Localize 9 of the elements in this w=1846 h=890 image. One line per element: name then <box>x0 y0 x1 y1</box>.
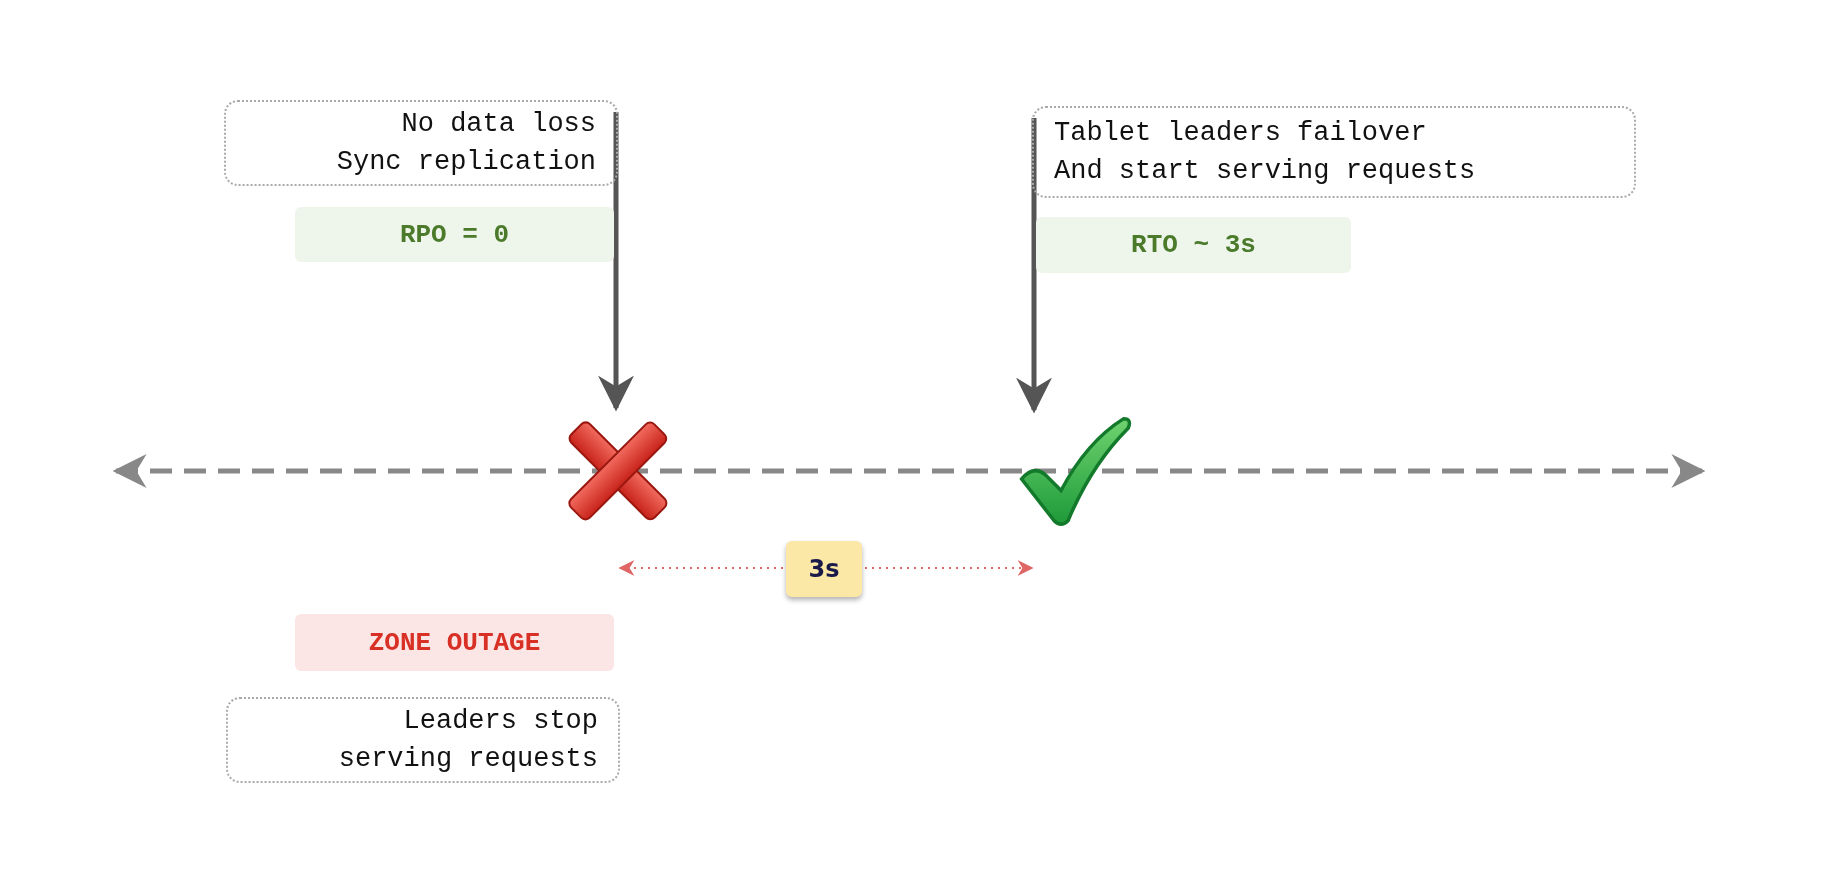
arrow <box>598 112 634 412</box>
note-box: Tablet leaders failover And start serving requests <box>1032 106 1636 198</box>
metric-tag: RPO = 0 <box>295 207 614 262</box>
arrow <box>1016 118 1052 414</box>
metric-tag: RTO ~ 3s <box>1036 217 1351 273</box>
status-tag: ZONE OUTAGE <box>295 614 614 671</box>
duration-label: 3s <box>786 541 862 597</box>
note-box: Leaders stop serving requests <box>226 697 620 783</box>
note-box: No data loss Sync replication <box>224 100 618 186</box>
